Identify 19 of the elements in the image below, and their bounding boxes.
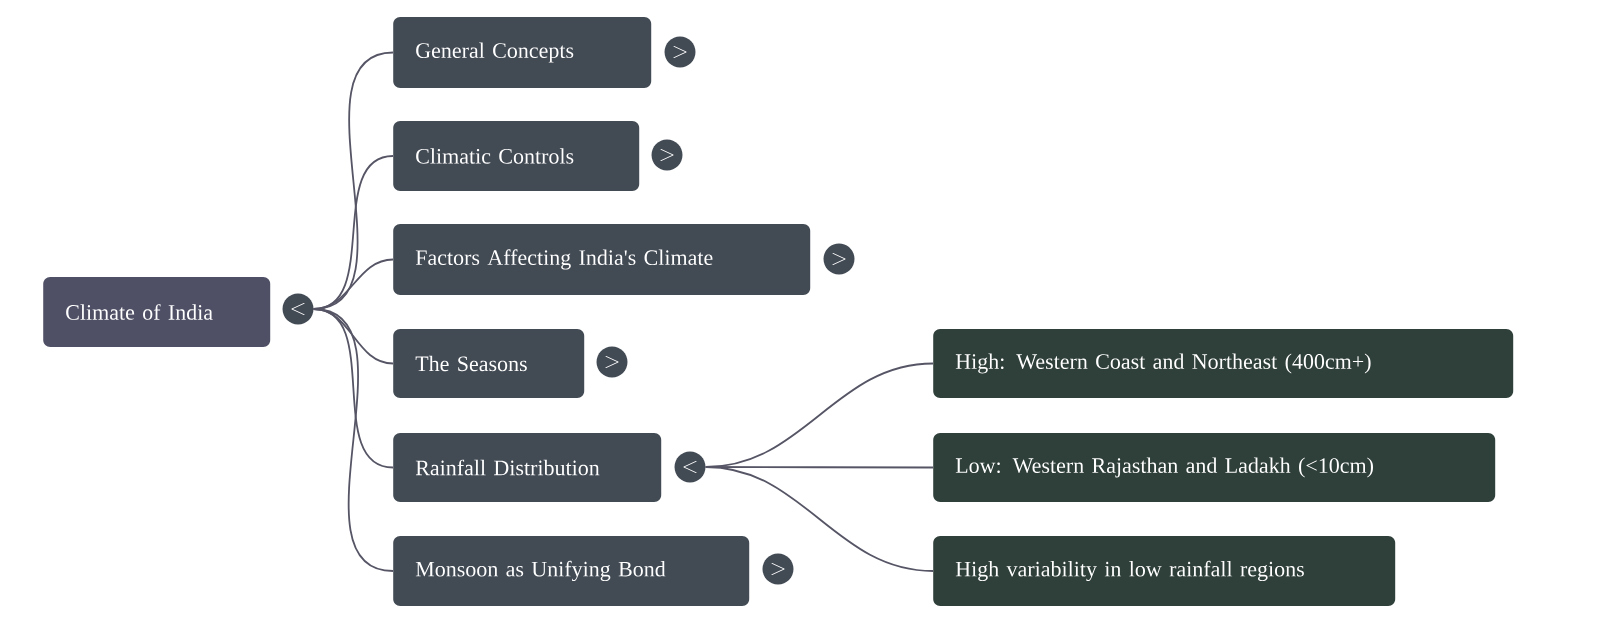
toggle-button: < — [674, 451, 706, 483]
topic-box: Rainfall Distribution — [393, 433, 662, 502]
subtopic-box: High: Western Coast and Northeast (400cm+) — [933, 329, 1514, 398]
topic-box: Climatic Controls — [393, 121, 640, 191]
toggle-button: > — [596, 346, 628, 378]
toggle-button: < — [282, 293, 314, 325]
subtopic-box: Low: Western Rajasthan and Ladakh (<10cm) — [933, 433, 1496, 502]
topic-box: Factors Affecting India's Climate — [393, 224, 811, 295]
topic-box: General Concepts — [393, 17, 652, 88]
topic-box: The Seasons — [393, 329, 585, 398]
topic-box: Monsoon as Unifying Bond — [393, 536, 750, 606]
subtopic-box: High variability in low rainfall regions — [933, 536, 1396, 606]
toggle-button: > — [664, 36, 696, 68]
toggle-button: > — [762, 553, 794, 585]
toggle-button: > — [651, 139, 683, 171]
connector — [704, 466, 934, 572]
toggle-button: > — [823, 243, 855, 275]
topic-box: Climate of India — [43, 277, 271, 347]
connector — [312, 308, 394, 572]
